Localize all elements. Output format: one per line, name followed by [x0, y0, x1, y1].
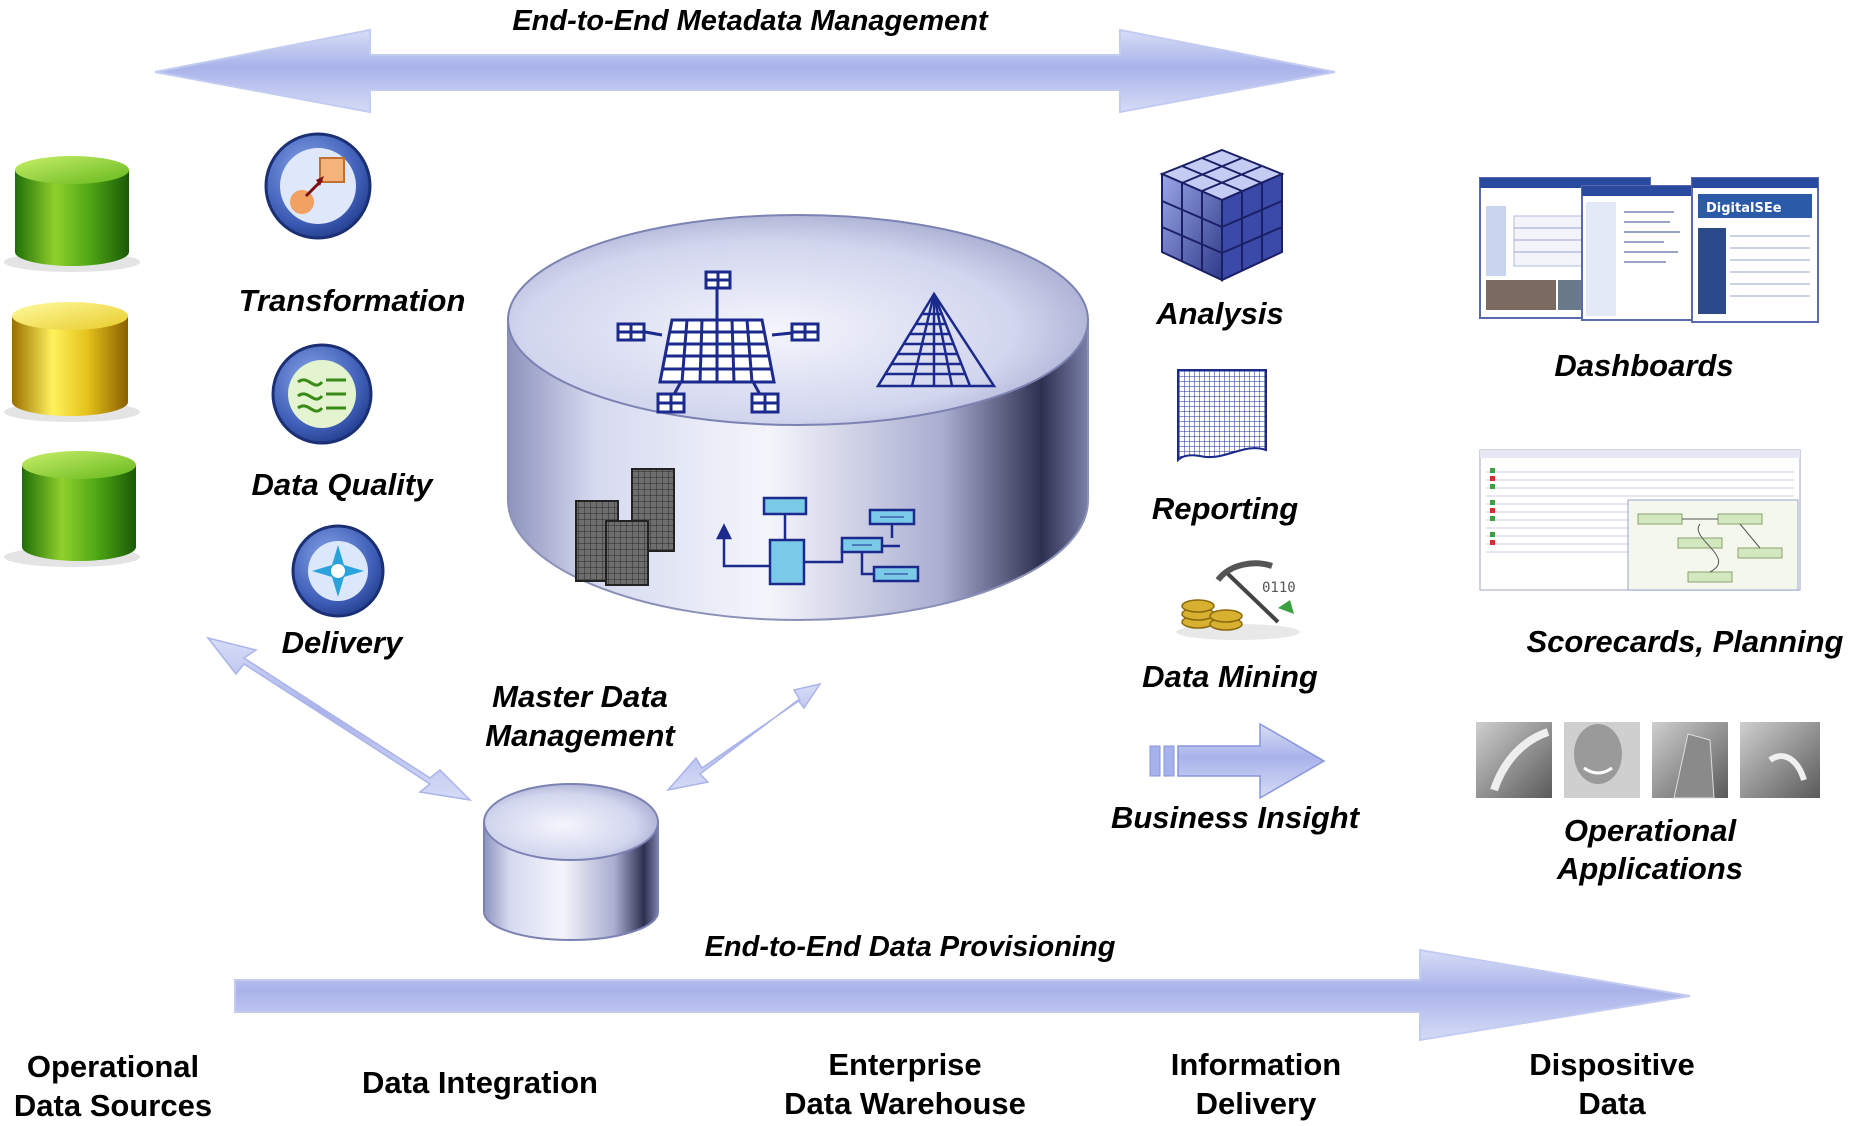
data-provisioning-arrow	[234, 948, 1691, 1042]
olap-cube-icon	[1159, 148, 1285, 282]
transformation-label: Transformation	[238, 283, 466, 318]
delivery-label: Delivery	[281, 625, 403, 660]
metadata-management-label: End-to-End Metadata Management	[512, 5, 988, 37]
mdm-label-line2: Management	[485, 718, 675, 753]
category-line: Dispositive	[1529, 1047, 1695, 1082]
category-dispositive-data: Dispositive Data	[1512, 1046, 1712, 1124]
data-provisioning-label: End-to-End Data Provisioning	[704, 931, 1116, 963]
operational-apps-photos	[1476, 722, 1820, 799]
category-line: Data Sources	[13, 1087, 213, 1123]
category-line: Data	[1578, 1085, 1646, 1121]
category-line: Enterprise	[828, 1047, 982, 1082]
reporting-label: Reporting	[1151, 491, 1299, 526]
operational-apps-label-line2: Applications	[1556, 851, 1743, 886]
dashboards-label: Dashboards	[1554, 348, 1734, 383]
green-database-icon	[4, 451, 140, 567]
dashboards-screenshot: DigitalSEe	[1479, 177, 1819, 323]
star-schema-icon	[616, 270, 820, 414]
category-operational-data-sources: Operational Data Sources	[0, 1048, 226, 1126]
category-data-integration: Data Integration	[340, 1064, 620, 1103]
operational-apps-label-line1: Operational	[1563, 813, 1737, 848]
analysis-label: Analysis	[1156, 296, 1284, 331]
category-line: Operational	[26, 1049, 200, 1084]
category-line: Delivery	[1195, 1085, 1317, 1121]
scorecards-label: Scorecards, Planning	[1526, 624, 1844, 659]
green-database-icon	[4, 156, 140, 272]
pyramid-icon	[875, 291, 997, 388]
business-insight-label: Business Insight	[1110, 800, 1360, 835]
data-grid-sheets-icon	[575, 468, 675, 586]
category-line: Data Integration	[362, 1065, 598, 1100]
report-sheet-icon	[1177, 369, 1267, 463]
metadata-management-arrow	[154, 28, 1336, 114]
data-quality-label: Data Quality	[251, 467, 433, 502]
svg-text:0110: 0110	[1262, 580, 1296, 596]
data-quality-icon	[271, 343, 373, 445]
digital-screenshot-title: DigitalSEe	[1706, 201, 1782, 216]
transformation-icon	[264, 132, 372, 240]
delivery-icon	[291, 524, 385, 618]
category-line: Data Warehouse	[784, 1085, 1026, 1121]
scorecards-screenshot	[1479, 449, 1801, 591]
yellow-database-icon	[4, 302, 140, 422]
category-information-delivery: Information Delivery	[1146, 1046, 1366, 1124]
category-line: Information	[1170, 1047, 1342, 1082]
business-insight-arrow	[1149, 722, 1326, 800]
data-mining-label: Data Mining	[1142, 659, 1318, 694]
flowchart-icon	[715, 496, 920, 586]
mdm-label-line1: Master Data	[492, 679, 668, 714]
category-enterprise-data-warehouse: Enterprise Data Warehouse	[760, 1046, 1050, 1124]
data-mining-icon: 0110	[1176, 560, 1300, 640]
mdm-cylinder	[483, 783, 659, 941]
